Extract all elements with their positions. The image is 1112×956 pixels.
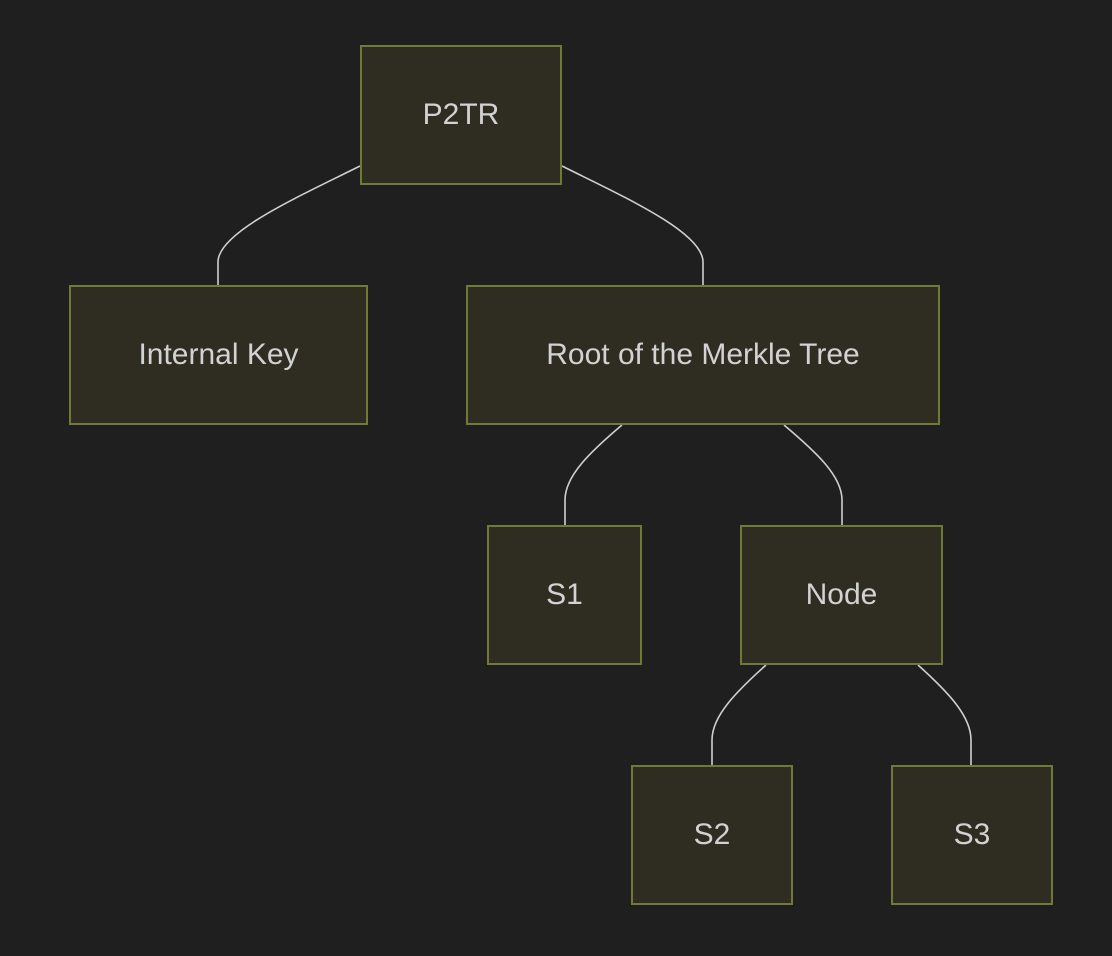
node-branch: Node xyxy=(740,525,943,665)
node-label: Root of the Merkle Tree xyxy=(546,338,860,371)
edge-p2tr-root xyxy=(561,165,704,285)
node-s1: S1 xyxy=(487,525,642,665)
node-s2: S2 xyxy=(631,765,793,905)
node-p2tr: P2TR xyxy=(360,45,562,185)
node-label: Node xyxy=(805,578,878,611)
node-merkle-root: Root of the Merkle Tree xyxy=(466,285,940,425)
edge-node-s3 xyxy=(917,664,972,765)
edge-root-s1 xyxy=(564,424,623,525)
node-label: P2TR xyxy=(422,98,500,131)
node-label: S1 xyxy=(546,578,583,611)
node-label: S2 xyxy=(693,818,731,851)
edge-p2tr-internal xyxy=(217,165,361,285)
node-s3: S3 xyxy=(891,765,1053,905)
node-label: S3 xyxy=(953,818,991,851)
node-label: Internal Key xyxy=(138,338,299,371)
edge-root-node xyxy=(783,424,843,525)
edge-node-s2 xyxy=(711,664,767,765)
node-internal-key: Internal Key xyxy=(69,285,368,425)
